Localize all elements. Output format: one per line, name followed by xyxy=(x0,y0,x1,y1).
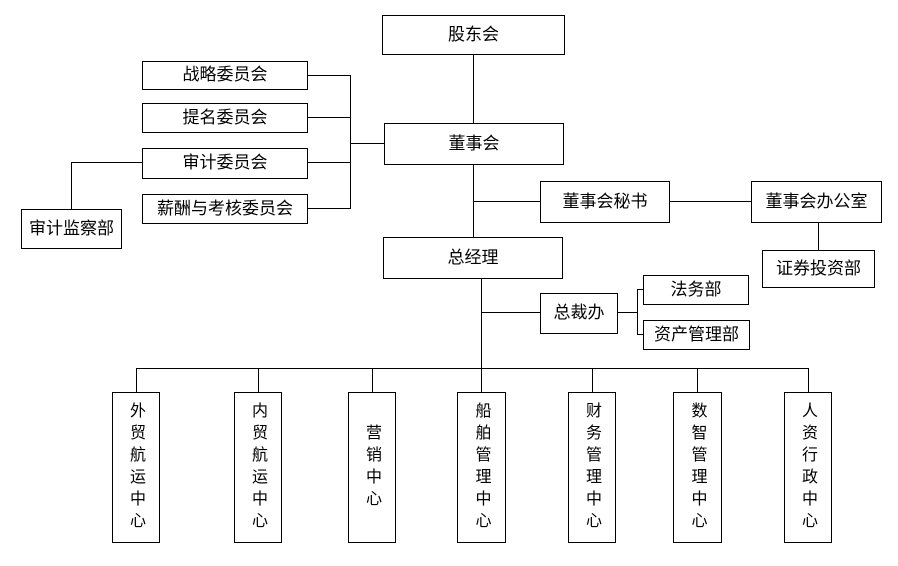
node-label: 提名委员会 xyxy=(182,107,268,128)
node-label: 审计监察部 xyxy=(29,218,114,239)
node-label: 船舶管理中心 xyxy=(472,401,492,534)
connector-line xyxy=(136,368,137,392)
connector-line xyxy=(697,368,698,392)
connector-line xyxy=(473,54,474,123)
node-general-manager: 总经理 xyxy=(383,237,563,279)
node-label: 董事会秘书 xyxy=(562,191,648,212)
node-label: 总裁办 xyxy=(553,303,605,323)
connector-line xyxy=(71,162,72,210)
node-legal-dept: 法务部 xyxy=(643,275,749,305)
node-audit-supervision-dept: 审计监察部 xyxy=(21,209,122,249)
connector-line xyxy=(71,162,142,163)
node-label: 人资行政中心 xyxy=(799,401,818,534)
node-label: 董事会 xyxy=(448,133,500,154)
connector-line xyxy=(372,368,373,392)
node-label: 战略委员会 xyxy=(182,65,268,85)
node-securities-investment-dept: 证券投资部 xyxy=(762,250,875,288)
connector-line xyxy=(818,223,819,250)
connector-line xyxy=(670,201,751,202)
node-label: 总经理 xyxy=(447,247,499,268)
node-center-hr-admin: 人资行政中心 xyxy=(784,392,832,543)
node-center-ship-management: 船舶管理中心 xyxy=(457,392,506,543)
node-board-office: 董事会办公室 xyxy=(751,181,882,223)
node-label: 内贸航运中心 xyxy=(249,401,268,534)
connector-line xyxy=(481,279,482,392)
connector-line xyxy=(637,289,643,290)
node-center-marketing: 营销中心 xyxy=(348,392,396,543)
connector-line xyxy=(481,312,540,313)
connector-line xyxy=(258,368,259,392)
connector-line xyxy=(618,312,637,313)
node-label: 董事会办公室 xyxy=(765,191,868,212)
node-center-foreign-trade: 外贸航运中心 xyxy=(112,392,160,543)
node-asset-management-dept: 资产管理部 xyxy=(643,320,750,350)
node-label: 审计委员会 xyxy=(182,153,268,173)
node-remuneration-committee: 薪酬与考核委员会 xyxy=(142,194,308,224)
connector-line xyxy=(308,75,351,76)
node-label: 薪酬与考核委员会 xyxy=(157,198,293,219)
node-label: 数智管理中心 xyxy=(688,401,708,534)
connector-line xyxy=(592,368,593,392)
node-strategy-committee: 战略委员会 xyxy=(142,61,308,90)
node-board-secretary: 董事会秘书 xyxy=(540,181,670,223)
node-president-office: 总裁办 xyxy=(540,293,618,334)
connector-line xyxy=(308,117,351,118)
node-center-digital: 数智管理中心 xyxy=(673,392,722,543)
connector-line xyxy=(136,368,808,369)
node-nomination-committee: 提名委员会 xyxy=(142,103,308,133)
node-center-domestic-trade: 内贸航运中心 xyxy=(234,392,282,543)
connector-line xyxy=(637,334,643,335)
node-label: 证券投资部 xyxy=(776,258,861,279)
node-label: 法务部 xyxy=(670,279,722,300)
connector-line xyxy=(350,75,351,209)
connector-line xyxy=(308,162,351,163)
connector-line xyxy=(350,143,384,144)
node-label: 资产管理部 xyxy=(654,324,739,345)
connector-line xyxy=(473,201,540,202)
node-label: 外贸航运中心 xyxy=(127,401,146,534)
connector-line xyxy=(637,289,638,335)
node-label: 营销中心 xyxy=(363,423,382,512)
node-label: 财务管理中心 xyxy=(583,401,602,534)
node-center-finance: 财务管理中心 xyxy=(568,392,616,543)
node-label: 股东会 xyxy=(448,24,499,45)
node-audit-committee: 审计委员会 xyxy=(142,148,308,179)
connector-line xyxy=(808,368,809,392)
node-shareholders: 股东会 xyxy=(382,15,565,55)
connector-line xyxy=(308,208,351,209)
node-board: 董事会 xyxy=(384,123,564,165)
